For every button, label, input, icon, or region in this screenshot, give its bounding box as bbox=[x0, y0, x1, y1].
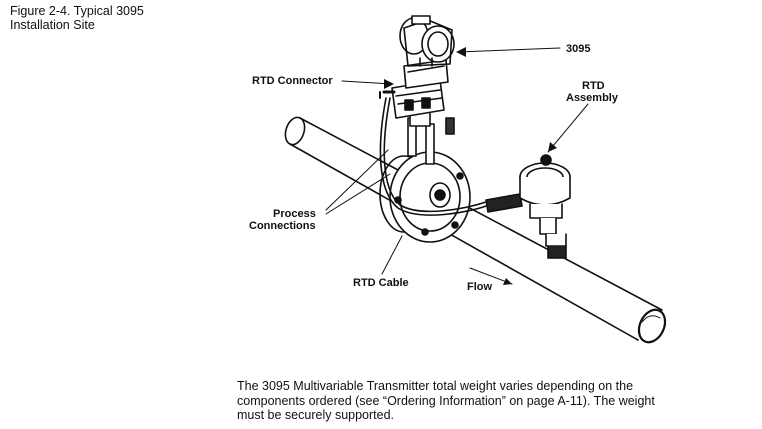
label-process-connections-line-2: Connections bbox=[249, 220, 316, 232]
rtd-cable bbox=[379, 97, 523, 216]
label-process-connections-line-1: Process bbox=[273, 208, 316, 220]
leader-3095 bbox=[457, 47, 561, 53]
leader-rtd-connector bbox=[341, 80, 393, 85]
leader-arrowheads bbox=[384, 47, 557, 152]
body-paragraph-line-1: The 3095 Multivariable Transmitter total… bbox=[237, 379, 634, 393]
label-rtd-assembly-line-2: Assembly bbox=[566, 92, 618, 104]
figure-caption-line-1: Figure 2-4. Typical 3095 bbox=[10, 4, 144, 18]
flow-arrow bbox=[469, 267, 513, 285]
manifold bbox=[379, 79, 445, 119]
body-paragraph: The 3095 Multivariable Transmitter total… bbox=[237, 379, 737, 423]
label-rtd-cable: RTD Cable bbox=[353, 277, 409, 289]
leader-process-connections-1 bbox=[325, 149, 389, 211]
transmitter-3095 bbox=[399, 15, 455, 89]
body-paragraph-line-2: components ordered (see “Ordering Inform… bbox=[237, 393, 655, 408]
label-flow: Flow bbox=[467, 281, 493, 293]
leader-rtd-cable bbox=[381, 235, 403, 275]
figure-caption-line-2: Installation Site bbox=[10, 18, 95, 32]
label-3095: 3095 bbox=[566, 43, 591, 55]
figure-caption: Figure 2-4. Typical 3095 Installation Si… bbox=[10, 4, 144, 32]
leader-rtd-assembly bbox=[547, 103, 589, 153]
label-rtd-assembly-line-1: RTD bbox=[582, 80, 605, 92]
rtd-assembly bbox=[519, 154, 571, 259]
body-paragraph-line-3: must be securely supported. bbox=[237, 408, 395, 422]
pipe bbox=[284, 116, 667, 344]
orifice-flange bbox=[379, 151, 471, 243]
label-rtd-connector: RTD Connector bbox=[252, 75, 333, 87]
leader-lines bbox=[325, 47, 589, 275]
leader-process-connections-2 bbox=[325, 173, 391, 215]
